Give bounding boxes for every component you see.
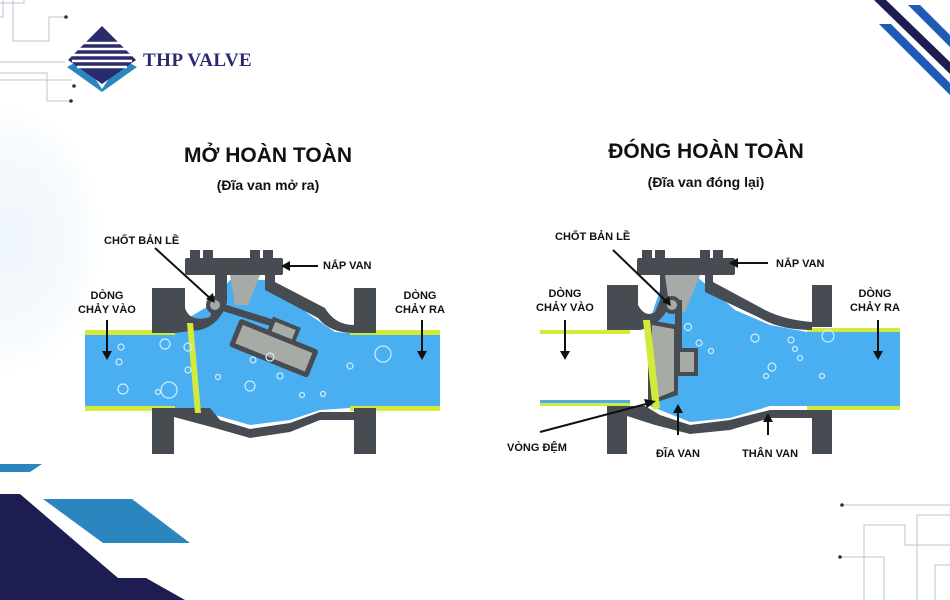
closed-label-outflow: DÒNG CHẢY RA <box>850 287 900 315</box>
circuit-lines-bottom-right <box>838 503 950 600</box>
brand-name: THP VALVE <box>143 50 253 71</box>
open-inflow-line2: CHẢY VÀO <box>78 304 136 316</box>
open-outflow-line1: DÒNG <box>403 290 437 302</box>
stripes-top-right <box>874 0 950 95</box>
closed-outflow-line2: CHẢY RA <box>850 302 900 314</box>
valve-closed-diagram <box>539 249 900 454</box>
valve-open-diagram <box>85 247 440 454</box>
closed-label-hinge-pin: CHỐT BẢN LỀ <box>555 231 631 243</box>
open-panel-subtitle: (Đĩa van mở ra) <box>216 177 320 193</box>
closed-label-inflow: DÒNG CHẢY VÀO <box>536 287 594 315</box>
closed-label-cover: NẮP VAN <box>776 258 825 270</box>
open-label-outflow: DÒNG CHẢY RA <box>395 289 445 317</box>
closed-panel-subtitle: (Đĩa van đóng lại) <box>647 174 765 190</box>
closed-outflow-line1: DÒNG <box>858 288 892 300</box>
closed-label-seal-ring: VÒNG ĐỆM <box>507 442 567 454</box>
open-label-cover: NẮP VAN <box>323 260 372 272</box>
open-label-hinge-pin: CHỐT BẢN LỀ <box>104 235 180 247</box>
closed-panel-title: ĐÓNG HOÀN TOÀN <box>608 140 804 163</box>
open-inflow-line1: DÒNG <box>90 290 124 302</box>
closed-inflow-line2: CHẢY VÀO <box>536 302 594 314</box>
shapes-bottom-left <box>0 464 190 600</box>
open-label-inflow: DÒNG CHẢY VÀO <box>78 289 136 317</box>
circuit-lines-top-left <box>0 0 76 103</box>
open-outflow-line2: CHẢY RA <box>395 304 445 316</box>
closed-label-disc: ĐĨA VAN <box>656 448 700 460</box>
brand-logo-icon <box>67 26 137 92</box>
closed-label-body: THÂN VAN <box>742 448 799 460</box>
open-panel-title: MỞ HOÀN TOÀN <box>183 144 353 167</box>
closed-inflow-line1: DÒNG <box>548 288 582 300</box>
